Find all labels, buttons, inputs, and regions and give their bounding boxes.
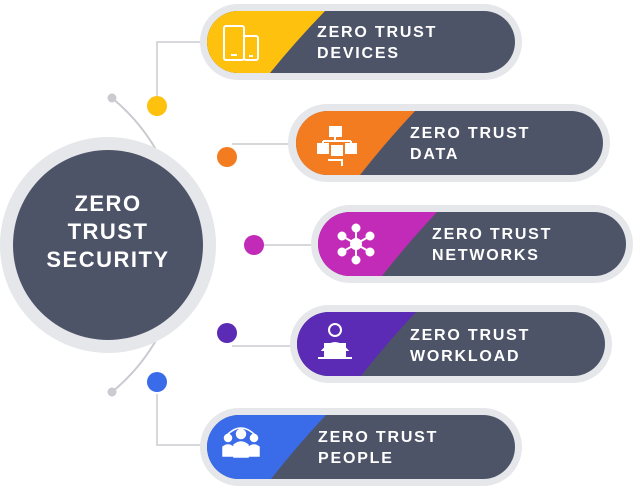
center-title: ZERO TRUST SECURITY xyxy=(28,190,188,274)
arc-end-dot-bottom xyxy=(107,387,117,397)
card-label-line2: DATA xyxy=(410,146,460,163)
dot-networks xyxy=(244,235,264,255)
connector-devices xyxy=(156,41,210,96)
card-label-line2: PEOPLE xyxy=(318,450,394,467)
card-people-label: ZERO TRUST PEOPLE xyxy=(318,427,438,469)
dot-devices xyxy=(147,96,167,116)
card-people xyxy=(200,408,522,486)
devices-icon xyxy=(223,25,259,61)
data-flow-icon xyxy=(317,126,357,166)
card-label-line1: ZERO TRUST xyxy=(432,226,553,243)
card-label-line1: ZERO TRUST xyxy=(410,327,531,344)
dot-data xyxy=(217,147,237,167)
center-title-line: TRUST xyxy=(67,219,149,244)
center-circle xyxy=(13,150,203,340)
card-label-line1: ZERO TRUST xyxy=(410,125,531,142)
card-networks xyxy=(311,205,633,283)
network-icon xyxy=(337,223,375,265)
card-label-line2: WORKLOAD xyxy=(410,348,521,365)
card-label-line1: ZERO TRUST xyxy=(318,429,439,446)
dot-workload xyxy=(217,323,237,343)
center-title-line: SECURITY xyxy=(46,247,170,272)
card-networks-label: ZERO TRUST NETWORKS xyxy=(432,224,552,266)
dot-people xyxy=(147,372,167,392)
connector-people xyxy=(156,394,210,446)
card-workload-label: ZERO TRUST WORKLOAD xyxy=(410,325,530,367)
workload-icon xyxy=(318,323,352,359)
card-label-line2: DEVICES xyxy=(317,45,400,62)
card-data-label: ZERO TRUST DATA xyxy=(410,123,530,165)
people-icon xyxy=(222,427,260,458)
card-workload xyxy=(290,305,612,383)
card-devices xyxy=(200,4,522,80)
arc-end-dot-top xyxy=(107,93,117,103)
card-label-line1: ZERO TRUST xyxy=(317,24,438,41)
card-label-line2: NETWORKS xyxy=(432,247,540,264)
card-data xyxy=(288,104,610,182)
card-devices-label: ZERO TRUST DEVICES xyxy=(317,22,437,64)
center-title-line: ZERO xyxy=(74,191,142,216)
